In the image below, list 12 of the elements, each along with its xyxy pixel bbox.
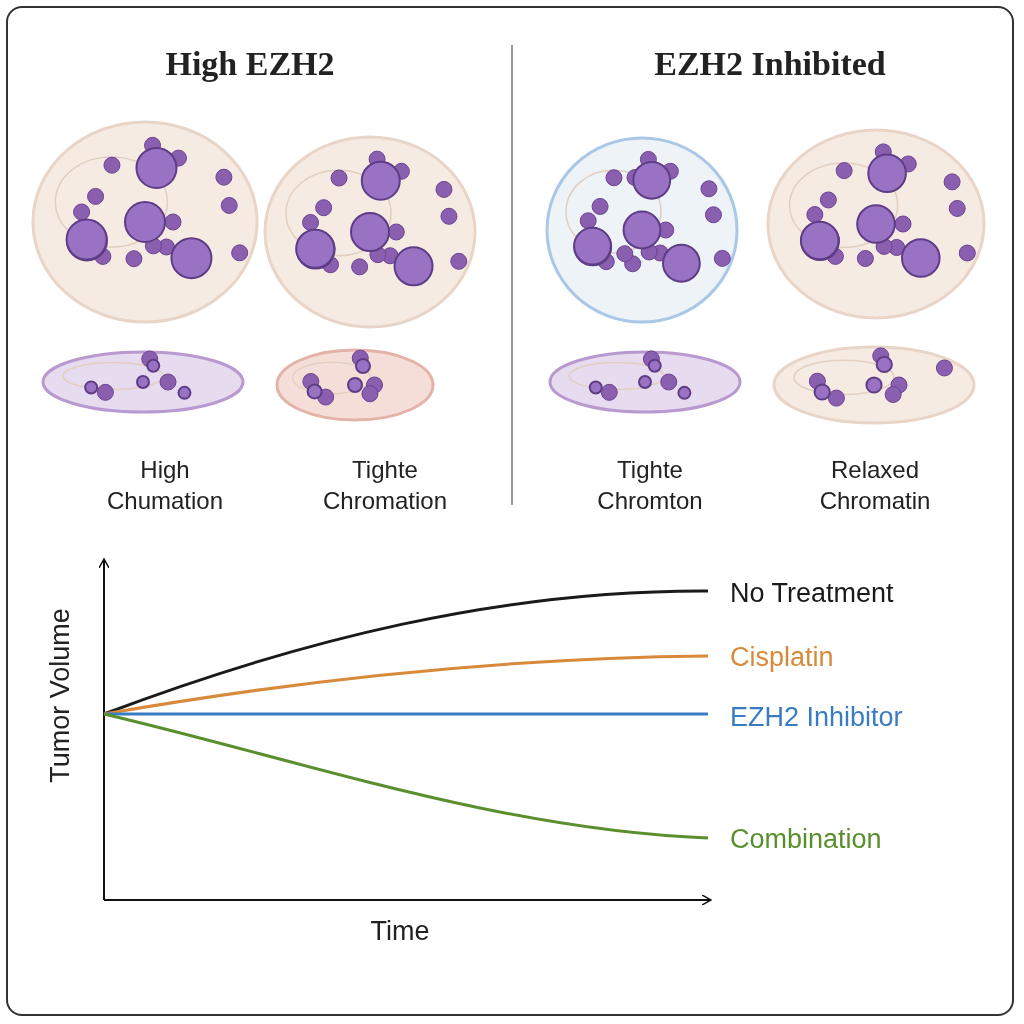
panel-heading: EZH2 Inhibited: [653, 44, 887, 84]
curve-label: No Treatment: [730, 577, 895, 610]
cell-caption: High Chumation: [105, 455, 225, 517]
axis-label: Time: [369, 915, 431, 948]
curve-label: Cisplatin: [730, 641, 835, 674]
axis-label: Tumor Volume: [44, 607, 76, 785]
panel-heading: High EZH2: [164, 44, 336, 84]
cell-caption: Tighte Chromation: [321, 455, 449, 517]
curve-label: EZH2 Inhibitor: [730, 701, 904, 734]
cell-caption: Tighte Chromton: [596, 455, 704, 517]
curve-label: Combination: [730, 823, 883, 856]
cell-caption: Relaxed Chromatin: [818, 455, 932, 517]
